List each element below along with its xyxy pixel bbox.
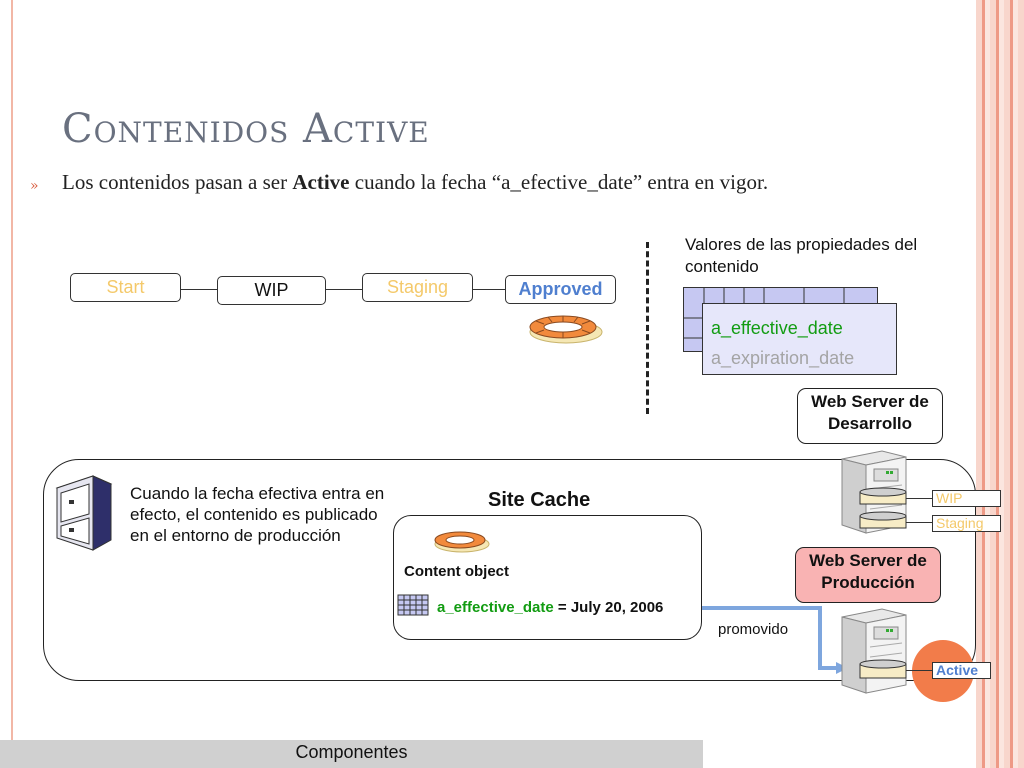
decorative-stripes xyxy=(976,0,1024,768)
promoted-label: promovido xyxy=(718,621,789,638)
dashed-separator xyxy=(646,242,649,414)
production-environment-frame xyxy=(43,459,976,681)
prod-server-label: Web Server de Producción xyxy=(795,547,941,603)
property-grid-front xyxy=(702,303,897,375)
connector-staging-approved xyxy=(472,289,505,290)
prod-active-connector xyxy=(906,670,932,671)
prod-disk-icon xyxy=(859,659,907,679)
bullet-text: Los contenidos pasan a ser Active cuando… xyxy=(62,170,768,195)
state-staging: Staging xyxy=(362,273,473,302)
effective-date-value: = July 20, 2006 xyxy=(553,599,664,616)
content-ring-icon xyxy=(529,315,603,344)
connector-start-wip xyxy=(180,289,217,290)
promotion-arrow xyxy=(702,606,848,674)
table-icon xyxy=(397,594,429,616)
connector-wip-staging xyxy=(325,289,362,290)
site-cache-title: Site Cache xyxy=(488,489,591,511)
bullet-text-after: cuando la fecha “a_efective_date” entra … xyxy=(349,170,769,194)
filing-cabinet-icon xyxy=(55,475,113,551)
dev-server-label: Web Server de Desarrollo xyxy=(797,388,943,444)
dev-staging-connector xyxy=(906,522,932,523)
slide-title: Contenidos Active xyxy=(62,106,430,152)
dev-tag-wip: WIP xyxy=(932,490,1001,507)
state-wip: WIP xyxy=(217,276,326,305)
production-description: Cuando la fecha efectiva entra en efecto… xyxy=(130,484,385,545)
bullet-marker: » xyxy=(30,178,39,194)
properties-heading: Valores de las propiedades del contenido xyxy=(685,235,918,276)
property-expiration-date: a_expiration_date xyxy=(711,348,855,368)
prod-tag-active: Active xyxy=(932,662,991,679)
left-border-line xyxy=(11,0,13,740)
state-staging-label: Staging xyxy=(386,277,449,297)
bullet-text-bold: Active xyxy=(292,170,350,194)
content-object-label: Content object xyxy=(404,563,509,580)
site-cache-box xyxy=(393,515,702,640)
footer-bar xyxy=(0,740,703,768)
state-approved-label: Approved xyxy=(518,279,603,299)
property-grid-lines xyxy=(684,288,845,339)
state-start: Start xyxy=(70,273,181,302)
state-wip-label: WIP xyxy=(254,280,289,300)
state-approved: Approved xyxy=(505,275,616,304)
effective-date-line: a_effective_date = July 20, 2006 xyxy=(437,599,663,616)
prod-server-icon xyxy=(841,608,907,694)
dev-disk-icons xyxy=(859,487,907,529)
bullet-text-before: Los contenidos pasan a ser xyxy=(62,170,293,194)
property-effective-date: a_effective_date xyxy=(711,318,843,338)
cache-ring-icon xyxy=(434,531,490,553)
effective-date-key: a_effective_date xyxy=(437,599,554,616)
state-start-label: Start xyxy=(106,277,145,297)
dev-wip-connector xyxy=(906,498,932,499)
footer-text: Componentes xyxy=(295,742,408,762)
dev-tag-staging: Staging xyxy=(932,515,1001,532)
